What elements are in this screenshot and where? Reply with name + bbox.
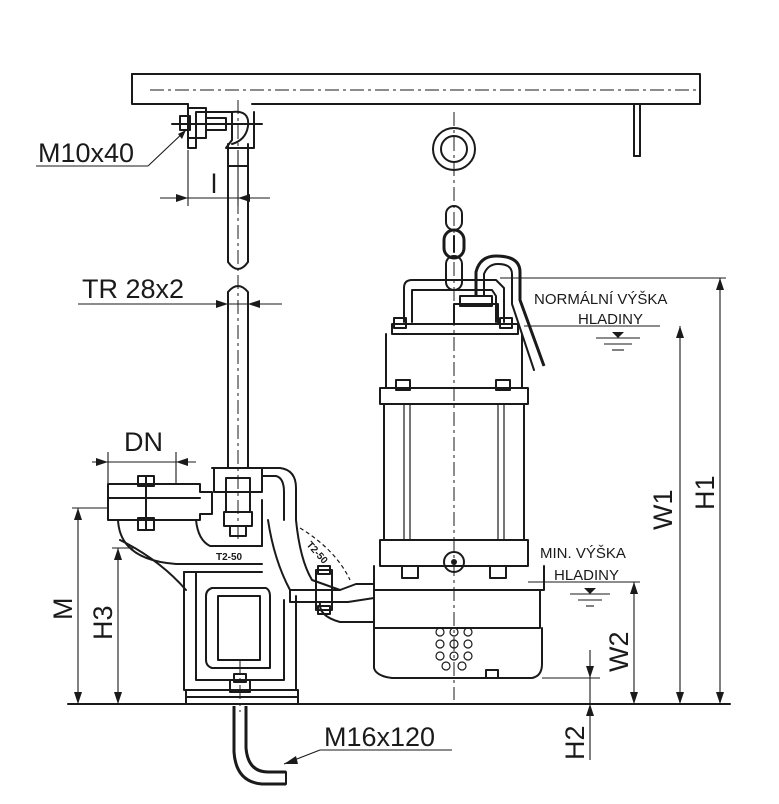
dimension-dn: DN (92, 427, 196, 484)
label-w1: W1 (648, 490, 678, 531)
label-normal-level-2: HLADINY (578, 311, 643, 328)
label-h3: H3 (88, 605, 118, 640)
callout-m16x120: M16x120 (283, 722, 452, 765)
normal-water-level: NORMÁLNÍ VÝŠKA HLADINY (524, 291, 667, 351)
label-m16x120: M16x120 (324, 722, 435, 752)
strainer-holes (435, 627, 473, 671)
dimension-h3: H3 (88, 547, 136, 704)
label-min-level-2: HLADINY (554, 567, 619, 584)
label-h1: H1 (690, 475, 720, 510)
label-dn: DN (124, 427, 163, 457)
casting-mark-1: T2-50 (216, 552, 243, 563)
dimension-w2: W2 (604, 582, 638, 704)
base-pedestal (183, 571, 299, 712)
dimension-l: l (160, 150, 270, 206)
guide-rail (227, 100, 249, 540)
anchor-bolt (232, 706, 287, 786)
dimension-w1: W1 (648, 326, 684, 704)
dimension-h1: H1 (500, 277, 726, 704)
dimension-m: M (48, 507, 108, 704)
dimension-h2: H2 (542, 650, 600, 760)
label-l: l (211, 169, 217, 199)
label-m10x40: M10x40 (38, 138, 134, 168)
label-m: M (48, 598, 78, 621)
label-normal-level-1: NORMÁLNÍ VÝŠKA (534, 291, 667, 308)
label-tr28x2: TR 28x2 (82, 274, 184, 304)
dimension-tr28x2: TR 28x2 (78, 274, 282, 308)
min-water-level: MIN. VÝŠKA HLADINY (528, 545, 640, 607)
label-w2: W2 (604, 632, 634, 673)
label-min-level-1: MIN. VÝŠKA (540, 545, 626, 562)
label-h2: H2 (560, 725, 590, 760)
upper-guide-holder (171, 103, 263, 167)
power-cable (474, 254, 546, 371)
pump-volute (289, 565, 545, 679)
top-support-beam (131, 73, 701, 157)
pump-motor (379, 279, 529, 579)
casting-mark-2: T2-50 (304, 540, 330, 567)
discharge-elbow: T2-50 T2-50 (107, 467, 351, 615)
callout-m10x40: M10x40 (36, 129, 187, 168)
